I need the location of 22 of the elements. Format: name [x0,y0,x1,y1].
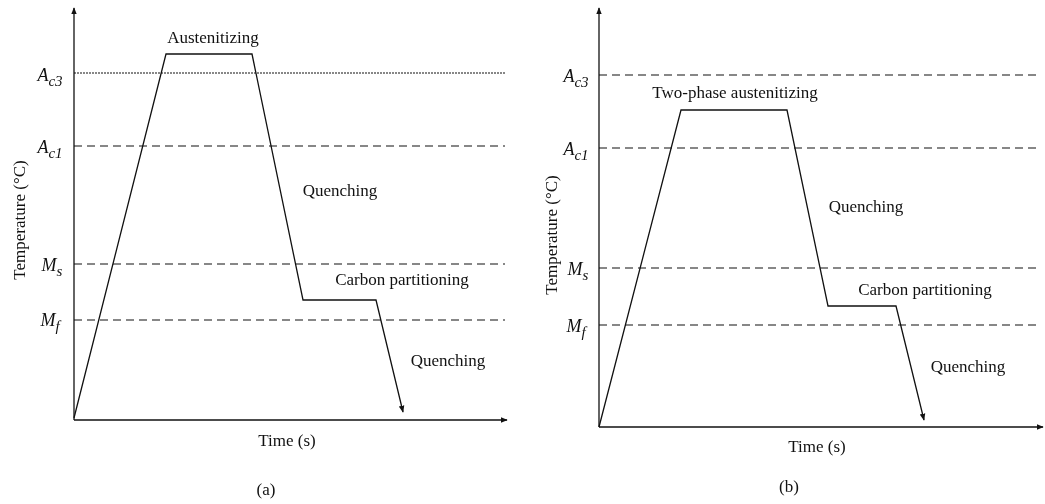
axis-title: Temperature (°C) [10,160,30,280]
process-label: Two-phase austenitizing [652,83,818,103]
process-label: Austenitizing [167,28,259,48]
temperature-symbol: M$_{s}$ [567,260,589,284]
process-label: Quenching [410,351,486,371]
process-label: Quenching [302,181,378,201]
temperature-symbol: A$_{c3}$ [37,66,63,90]
process-label: Quenching [930,357,1006,377]
temperature-symbol: M$_{f}$ [566,317,586,341]
panel-caption: (a) [256,480,276,500]
panel-caption: (b) [779,477,799,497]
temperature-symbol: A$_{c1}$ [563,140,589,164]
temperature-symbol: A$_{c3}$ [563,67,589,91]
process-label: Carbon partitioning [858,280,992,300]
axis-title: Time (s) [788,437,846,457]
axis-title: Temperature (°C) [542,175,562,295]
temperature-symbol: M$_{f}$ [40,311,60,335]
process-label: Quenching [828,197,904,217]
axis-title: Time (s) [258,431,316,451]
temperature-symbol: M$_{s}$ [41,256,63,280]
process-label: Carbon partitioning [335,270,469,290]
temperature-symbol: A$_{c1}$ [37,138,63,162]
